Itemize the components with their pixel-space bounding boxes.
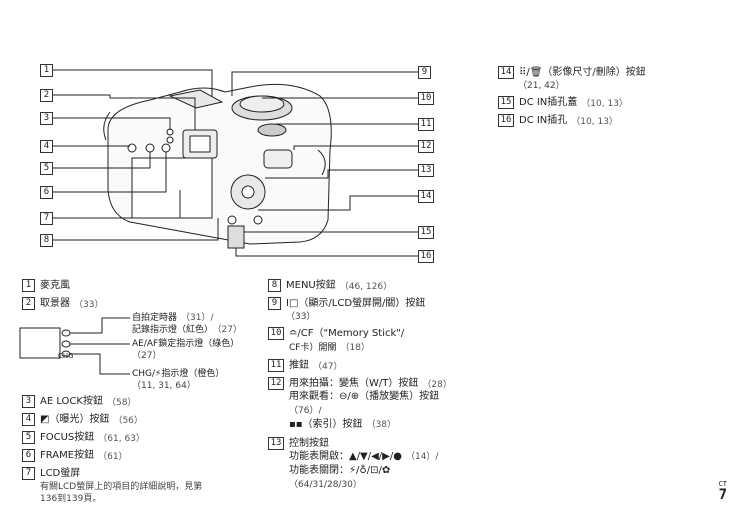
led-selftimer-label: 自拍定時器（31）/ [132, 313, 214, 323]
legend-item-12-line3: （76）/ [289, 406, 322, 416]
led-aeaf-ref: （27） [132, 351, 162, 361]
legend-item-12-line4: ▪▪（索引）按鈕（38） [289, 419, 397, 430]
legend-item-4: 4◩（曝光）按鈕（56） [22, 413, 143, 428]
callout-15: 15 [418, 226, 439, 240]
page-number: CT 7 [718, 480, 727, 503]
lcd-note-line-1: 有關LCD螢屏上的項目的詳細說明，見第 [40, 482, 203, 492]
callout-8: 8 [40, 234, 58, 248]
callout-11: 11 [418, 118, 439, 132]
legend-item-13-line3: 功能表關閉：⚡/♁/⊡/✿ [289, 465, 391, 476]
callout-12: 12 [418, 140, 439, 154]
callout-5: 5 [40, 162, 58, 176]
led-aeaf-label: AE/AF鎖定指示燈（綠色） [132, 339, 240, 349]
legend-item-14: 14⠿/🗑（影像尺寸/刪除）按鈕 [498, 66, 646, 80]
callout-6: 6 [40, 186, 58, 200]
callout-7: 7 [40, 212, 58, 226]
callout-2: 2 [40, 89, 58, 103]
callout-14: 14 [418, 190, 439, 204]
callout-3: 3 [40, 112, 58, 126]
led-chg-ref: （11, 31, 64） [132, 381, 196, 391]
legend-item-12-line2: 用來觀看：⊖/⊕（播放變焦）按鈕 [289, 391, 440, 402]
callout-1: 1 [40, 64, 58, 78]
legend-item-10: 10≏/CF（"Memory Stick"/ [268, 327, 404, 341]
legend-item-14-ref: （21, 42） [518, 81, 565, 91]
inset-chg-label: CHG [58, 352, 74, 360]
legend-item-13-line2: 功能表開啟：▲/▼/◀/▶/●（14）/ [289, 451, 439, 462]
led-chg-label: CHG/⚡指示燈（橙色） [132, 369, 225, 379]
led-record-label: 記錄指示燈（紅色）（27） [132, 325, 242, 335]
lcd-note-line-2: 136到139頁。 [40, 494, 102, 504]
callout-13: 13 [418, 164, 439, 178]
callout-10: 10 [418, 92, 439, 106]
callout-4: 4 [40, 140, 58, 154]
legend-item-9-ref: （33） [286, 312, 316, 322]
callout-16: 16 [418, 250, 439, 264]
legend-item-13-line4: （64/31/28/30） [289, 480, 362, 490]
legend-item-10-line2: CF卡）開關（18） [289, 343, 370, 353]
callout-9: 9 [418, 66, 436, 80]
